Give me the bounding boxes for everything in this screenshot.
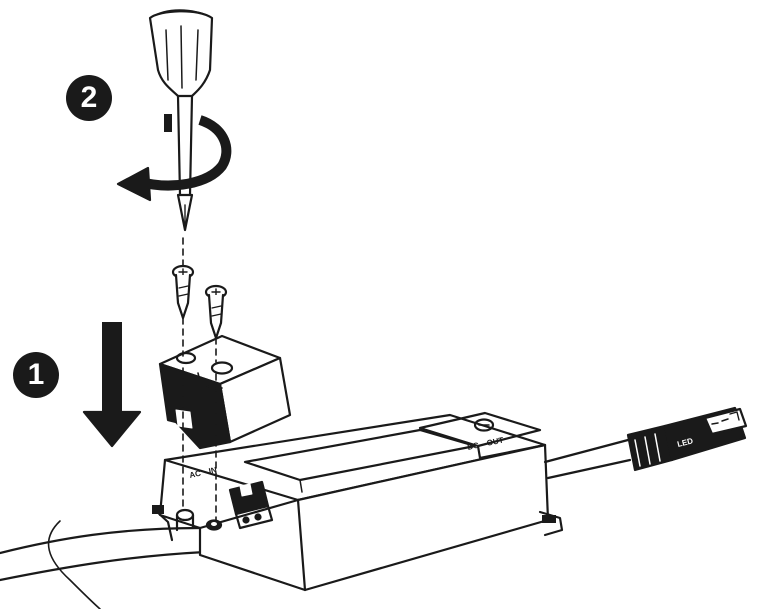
screw-icon — [204, 284, 228, 340]
down-arrow-icon — [82, 322, 142, 448]
cable-connector-icon — [626, 406, 748, 472]
alignment-guides — [182, 237, 217, 521]
connector-marking: LED — [676, 436, 694, 449]
terminal-cover-icon — [158, 334, 292, 450]
screwdriver-icon — [148, 9, 214, 232]
label-ac: AC — [189, 469, 202, 480]
label-dc-out: DC OUT — [467, 436, 505, 452]
driver-housing-icon — [152, 411, 564, 592]
output-cable — [543, 438, 632, 480]
label-out: OUT — [486, 436, 504, 448]
input-cable — [0, 520, 207, 609]
rotate-arrow-icon — [116, 114, 232, 202]
step-badge-1: 1 — [13, 352, 59, 398]
step-badge-2: 2 — [66, 75, 112, 121]
label-in: IN — [208, 465, 218, 476]
screw-icon — [171, 264, 195, 320]
label-ac-in: AC IN — [189, 465, 218, 480]
label-dc: DC — [467, 441, 480, 452]
